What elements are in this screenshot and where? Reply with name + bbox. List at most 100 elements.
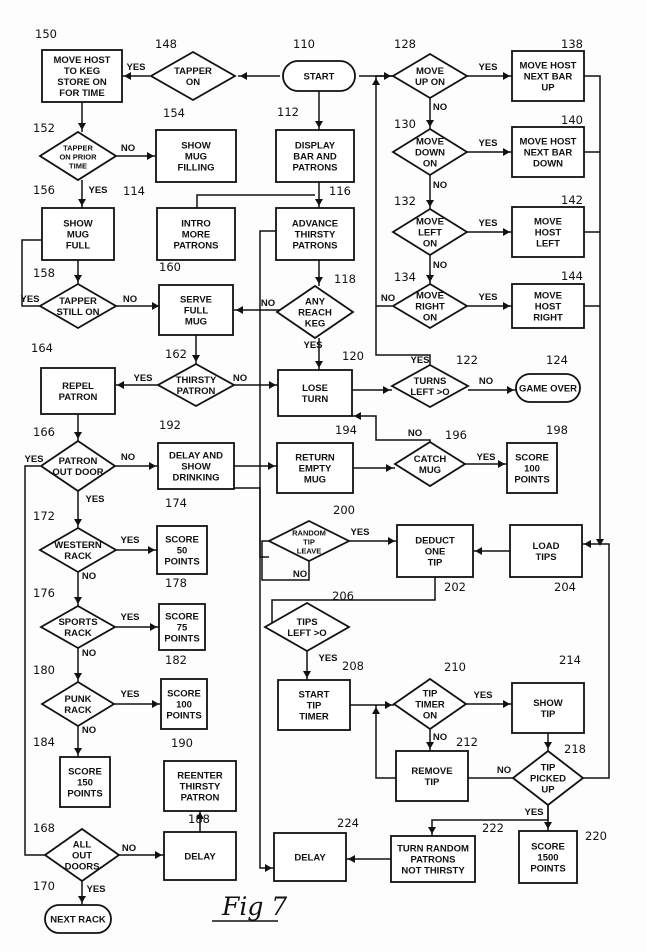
node-label-line: RACK [64, 551, 92, 562]
node-label-line: DISPLAY [295, 141, 336, 152]
no-label: NO [82, 571, 96, 582]
node-label-line: TURNS [414, 376, 447, 387]
node-label-line: STORE ON [57, 77, 107, 88]
node-label-line: MOVE HOST [519, 137, 576, 148]
node-label-line: MORE [182, 230, 211, 241]
node-game-over: GAME OVER [515, 373, 581, 403]
reference-number: 128 [394, 37, 416, 51]
node-label-line: 100 [176, 700, 192, 711]
node-label-line: ANY [305, 297, 326, 308]
node-label-line: POINTS [67, 789, 102, 800]
reference-number: 134 [394, 270, 416, 284]
node-label-line: ONE [425, 547, 446, 558]
node-label-line: FILLING [178, 163, 215, 174]
reference-number: 132 [394, 194, 416, 208]
node-label-line: CATCH [414, 454, 447, 465]
node-label-line: LEAVE [297, 547, 321, 556]
no-label: NO [381, 293, 395, 304]
node-label-line: PUNK [65, 694, 92, 705]
node-label-line: REACH [298, 308, 332, 319]
yes-label: YES [318, 653, 337, 664]
node-label-line: DELAY AND [169, 451, 223, 462]
node-label-line: BAR AND [293, 152, 337, 163]
reference-number: 210 [444, 660, 466, 674]
node-label-line: UP [541, 83, 555, 94]
node-label-line: LEFT >O [410, 387, 449, 398]
node-label-line: TIP [423, 689, 438, 700]
reference-number: 174 [165, 496, 187, 510]
yes-label: YES [86, 884, 105, 895]
node-label-line: MOVE HOST [519, 61, 576, 72]
yes-label: YES [85, 494, 104, 505]
node-label-line: RANDOM [292, 529, 326, 538]
node-label-line: MOVE [534, 291, 562, 302]
node-label-line: THIRSTY [180, 782, 221, 793]
no-label: NO [122, 843, 136, 854]
reference-number: 138 [561, 37, 583, 51]
node-label-line: GAME OVER [519, 384, 577, 395]
yes-label: YES [410, 355, 429, 366]
yes-label: YES [20, 294, 39, 305]
node-label-line: 100 [524, 464, 540, 475]
no-label: NO [433, 732, 447, 743]
reference-number: 142 [561, 193, 583, 207]
reference-number: 194 [335, 423, 357, 437]
node-label-line: TO KEG [64, 66, 100, 77]
yes-label: YES [476, 452, 495, 463]
reference-number: 218 [564, 742, 586, 756]
yes-label: YES [473, 690, 492, 701]
node-label-line: PATRONS [292, 241, 337, 252]
node-label-line: ON [423, 239, 437, 250]
node-label-line: PATRONS [410, 855, 455, 866]
node-label-line: TIPS [296, 617, 317, 628]
reference-number: 160 [159, 260, 181, 274]
node-start: START [282, 60, 356, 92]
no-label: NO [82, 725, 96, 736]
yes-label: YES [120, 689, 139, 700]
yes-label: YES [478, 218, 497, 229]
node-label-line: NEXT BAR [524, 72, 573, 83]
node-label-line: RETURN [295, 453, 335, 464]
reference-number: 170 [33, 879, 55, 893]
node-label-line: SHOW [63, 219, 93, 230]
node-label-line: TAPPER [63, 144, 93, 153]
yes-label: YES [303, 340, 322, 351]
node-label-line: LEFT >O [287, 628, 326, 639]
node-label-line: SPORTS [58, 617, 97, 628]
node-label-line: POINTS [164, 634, 199, 645]
reference-number: 144 [561, 269, 583, 283]
node-label-line: SCORE [531, 842, 565, 853]
no-label: NO [479, 376, 493, 387]
reference-number: 206 [332, 589, 354, 603]
reference-number: 162 [165, 347, 187, 361]
no-label: NO [433, 260, 447, 271]
node-label-line: RIGHT [415, 302, 445, 313]
node-label-line: ALL [73, 840, 92, 851]
reference-number: 196 [445, 428, 467, 442]
reference-number: 202 [444, 580, 466, 594]
node-label-line: OUT [72, 851, 92, 862]
node-label-line: TIME [69, 162, 87, 171]
node-label-line: UP ON [415, 77, 445, 88]
node-label-line: DOWN [533, 159, 563, 170]
reference-number: 148 [155, 37, 177, 51]
